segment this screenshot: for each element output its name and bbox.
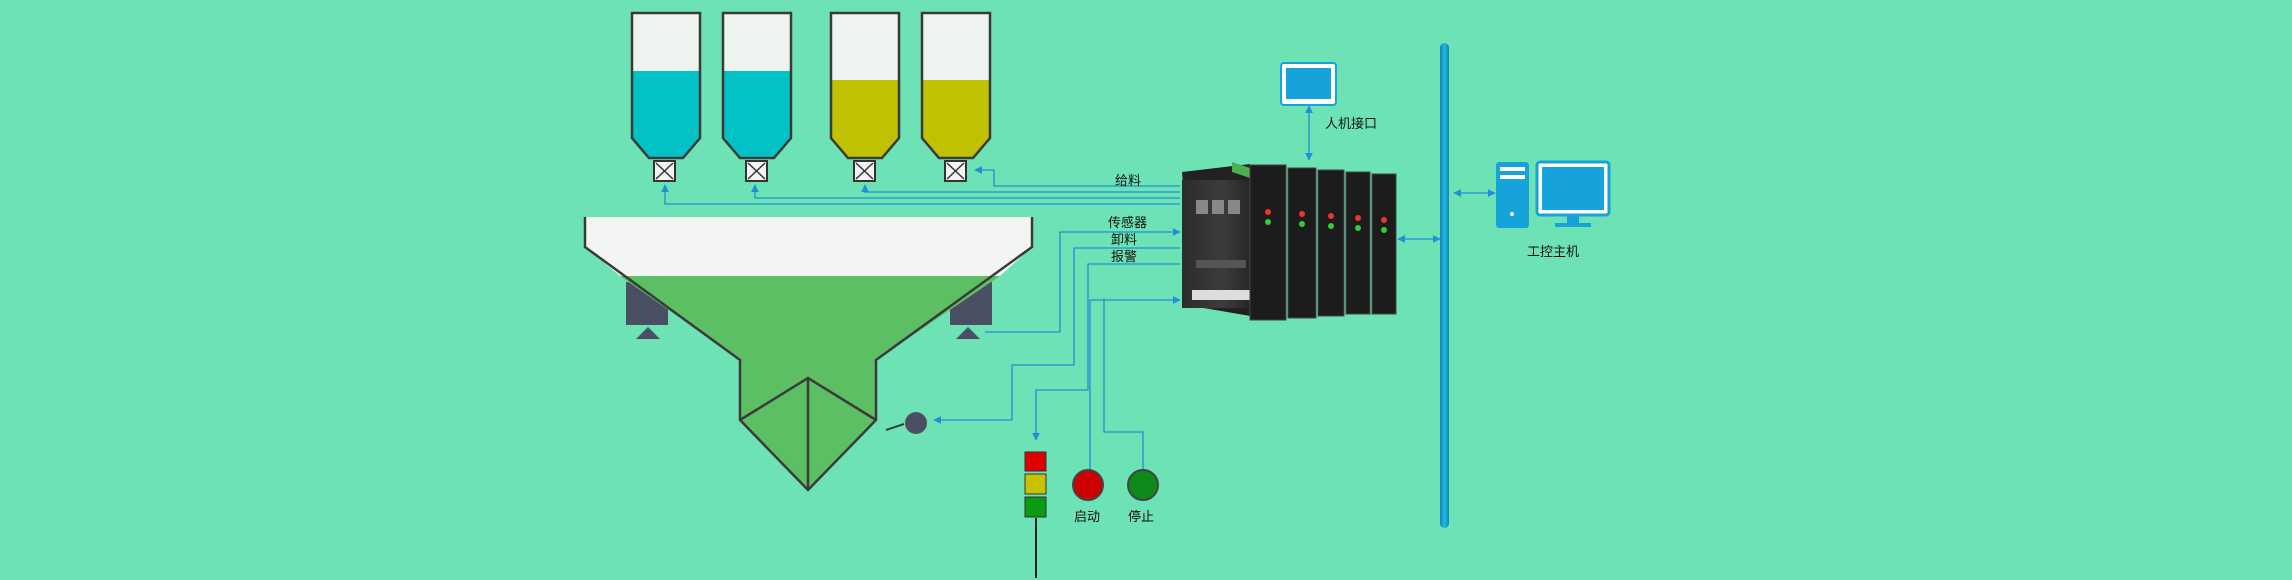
hopper-discharge-gate (739, 376, 877, 490)
silo-3-empty (831, 13, 899, 80)
sensor-label: 传感器 (1108, 215, 1147, 231)
feed-label: 给料 (1115, 174, 1141, 189)
signal-tower (1024, 451, 1047, 578)
start-label: 启动 (1074, 510, 1100, 525)
valve-icon[interactable] (853, 160, 876, 182)
desktop-computer-icon[interactable] (1496, 160, 1611, 228)
load-cell-right (956, 327, 980, 339)
silo-3 (829, 11, 901, 182)
hopper-material (620, 276, 1000, 490)
valve-icon[interactable] (944, 160, 967, 182)
feed-line-2 (751, 184, 1180, 199)
silo-3-material (831, 80, 899, 158)
discharge-line (933, 247, 1180, 424)
silo-4 (920, 11, 992, 182)
feed-line-4 (974, 166, 1180, 187)
monitor-icon[interactable] (1280, 62, 1337, 106)
silo-3-outline (829, 11, 901, 160)
level-sensor-icon (885, 412, 927, 434)
alarm-line (1032, 263, 1180, 441)
silo-4-material (922, 80, 990, 158)
stop-button[interactable] (1127, 469, 1159, 501)
discharge-label: 卸料 (1111, 232, 1137, 248)
alarm-label: 报警 (1111, 249, 1137, 265)
hmi-label: 人机接口 (1325, 116, 1377, 132)
feed-line-3 (861, 184, 1180, 193)
hopper-empty-space (585, 217, 1032, 276)
ipc-label: 工控主机 (1527, 245, 1579, 260)
valve-icon[interactable] (745, 160, 768, 182)
silo-4-empty (922, 13, 990, 80)
start-button[interactable] (1072, 469, 1104, 501)
tower-light-green (1024, 496, 1047, 518)
silo-4-outline (920, 11, 992, 160)
communication-bus-bar (1440, 43, 1449, 528)
silo-1-outline (630, 11, 702, 160)
weighing-hopper (583, 217, 1034, 492)
stop-label: 停止 (1128, 509, 1154, 525)
silo-1-material (632, 71, 700, 158)
feed-line-1 (661, 184, 1180, 205)
load-cell-left (636, 327, 660, 339)
din-rail-controller-icon[interactable] (1182, 162, 1397, 321)
stop-line (1103, 298, 1144, 470)
signal-lines (661, 105, 1496, 470)
silo-2-outline (721, 11, 793, 160)
tower-light-yellow (1024, 473, 1047, 495)
silo-2 (721, 11, 793, 182)
silo-2-material (723, 71, 791, 158)
start-line (1089, 296, 1181, 470)
silo-2-empty (723, 13, 791, 71)
tower-light-red (1024, 451, 1047, 472)
silo-1 (630, 11, 702, 182)
sensor-line (985, 228, 1181, 333)
silo-1-empty (632, 13, 700, 71)
valve-icon[interactable] (653, 160, 676, 182)
